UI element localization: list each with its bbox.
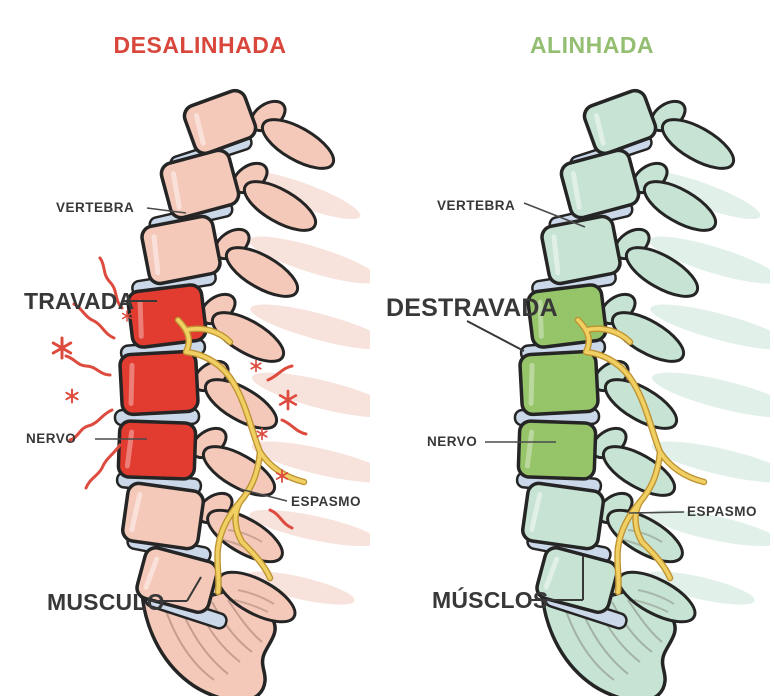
label-nervo-left: NERVO	[26, 431, 77, 446]
label-vertebra-left: VERTEBRA	[56, 200, 135, 215]
label-travada: TRAVADA	[24, 288, 135, 314]
label-musculo: MUSCULO	[47, 589, 165, 615]
aligned-title: ALINHADA	[529, 32, 655, 58]
label-musclos: MÚSCLOS	[432, 587, 549, 613]
label-espasmo-right: ESPASMO	[687, 504, 758, 519]
label-nervo-right: NERVO	[427, 434, 478, 449]
label-espasmo-left: ESPASMO	[291, 494, 362, 509]
misaligned-title: DESALINHADA	[113, 32, 287, 58]
label-vertebra-right: VERTEBRA	[437, 198, 516, 213]
label-destravada: DESTRAVADA	[386, 294, 558, 322]
